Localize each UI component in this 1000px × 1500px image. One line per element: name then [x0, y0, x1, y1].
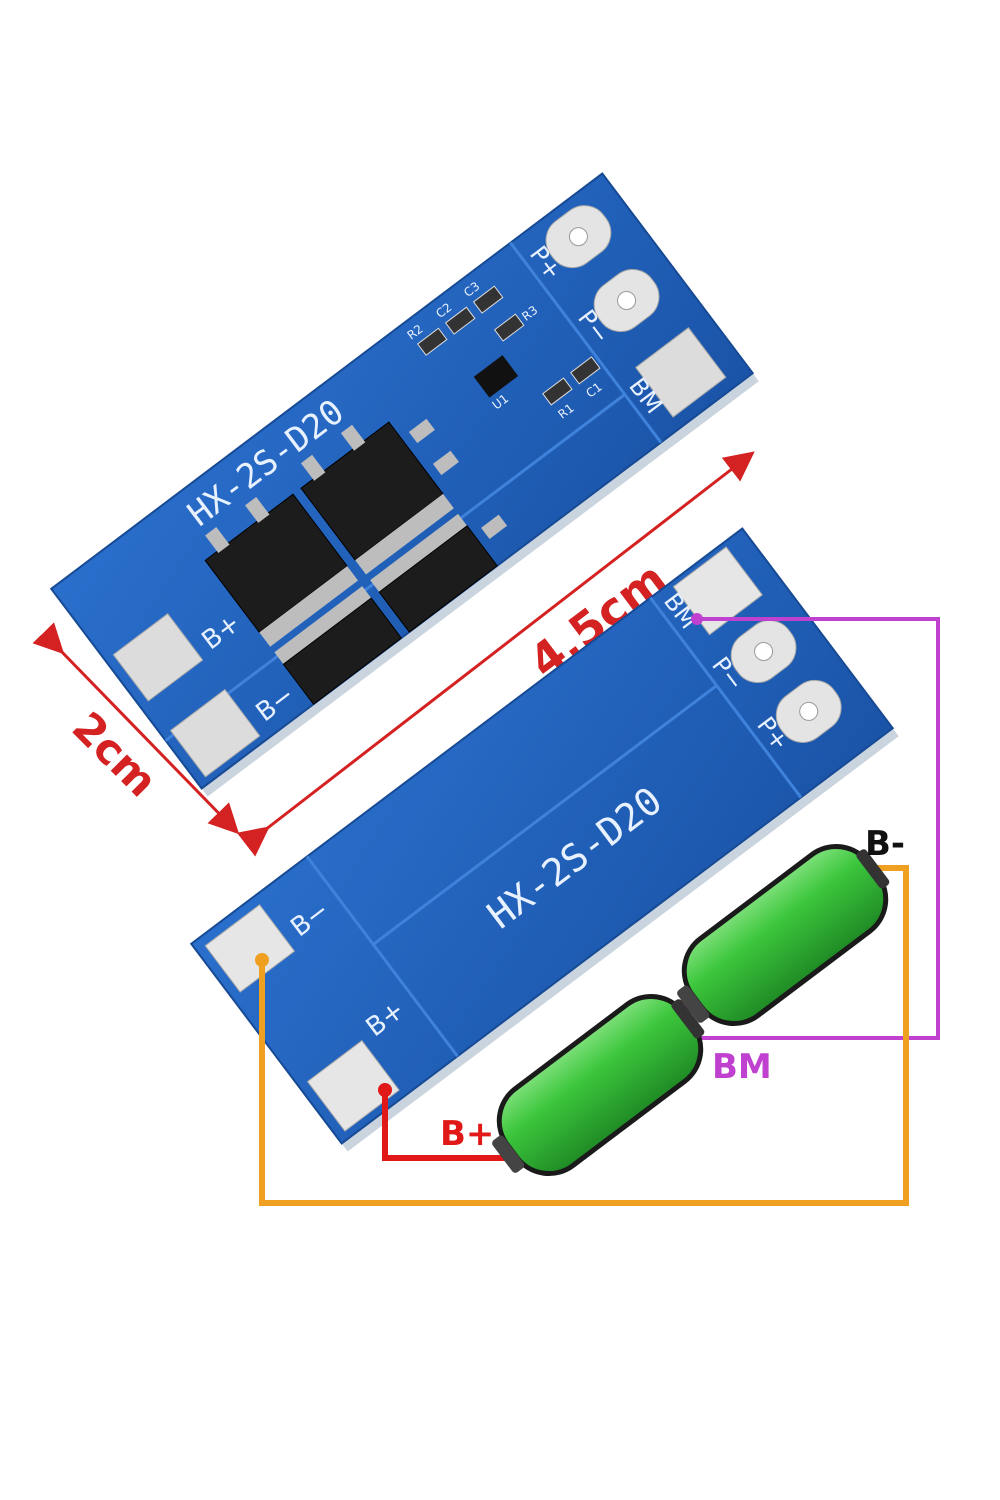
battery-terminal: [492, 1135, 525, 1173]
battery-cell-2: [677, 843, 890, 1027]
mosfet-pin: [205, 527, 230, 554]
wire-b-minus-endpoint: [255, 953, 269, 967]
capacitor: [444, 306, 476, 335]
trace: [509, 241, 663, 444]
pad-bm: [635, 327, 727, 418]
wire-b-plus-endpoint: [378, 1083, 392, 1097]
battery-terminal: [677, 985, 710, 1023]
pad-b-minus: [204, 904, 296, 993]
wire-bm-endpoint: [691, 613, 703, 625]
wire-label-b-minus: B-: [865, 824, 905, 864]
pad-b-plus: [306, 1039, 400, 1132]
bottom-board: B− B+ BM P− P+ HX-2S-D20: [189, 527, 899, 1152]
wire-label-b-plus: B+: [440, 1114, 494, 1154]
resistor: [416, 327, 448, 356]
dimension-line-length: [236, 451, 755, 857]
battery-terminal: [856, 849, 890, 889]
trace: [305, 855, 459, 1058]
trace: [372, 684, 718, 946]
wire-b-minus: [259, 865, 909, 1206]
pad-bm: [672, 546, 763, 636]
mosfet-pin: [340, 424, 366, 451]
pad-hole: [617, 290, 637, 310]
mosfet-pin: [408, 418, 435, 444]
capacitor: [570, 356, 601, 385]
battery-terminal: [671, 999, 705, 1039]
trace: [649, 596, 803, 799]
pad-hole: [754, 642, 774, 662]
capacitor: [472, 285, 504, 314]
pad-hole: [799, 701, 819, 721]
bottom-board-pcb: [189, 527, 895, 1145]
ic-chip: [473, 355, 519, 398]
dimension-line-width: [32, 622, 240, 835]
resistor: [493, 313, 525, 342]
resistor: [542, 377, 573, 406]
battery-cell-1: [492, 993, 705, 1177]
pad-hole: [568, 227, 588, 247]
wire-b-plus: [382, 1090, 525, 1161]
wire-label-bm: BM: [712, 1047, 772, 1087]
